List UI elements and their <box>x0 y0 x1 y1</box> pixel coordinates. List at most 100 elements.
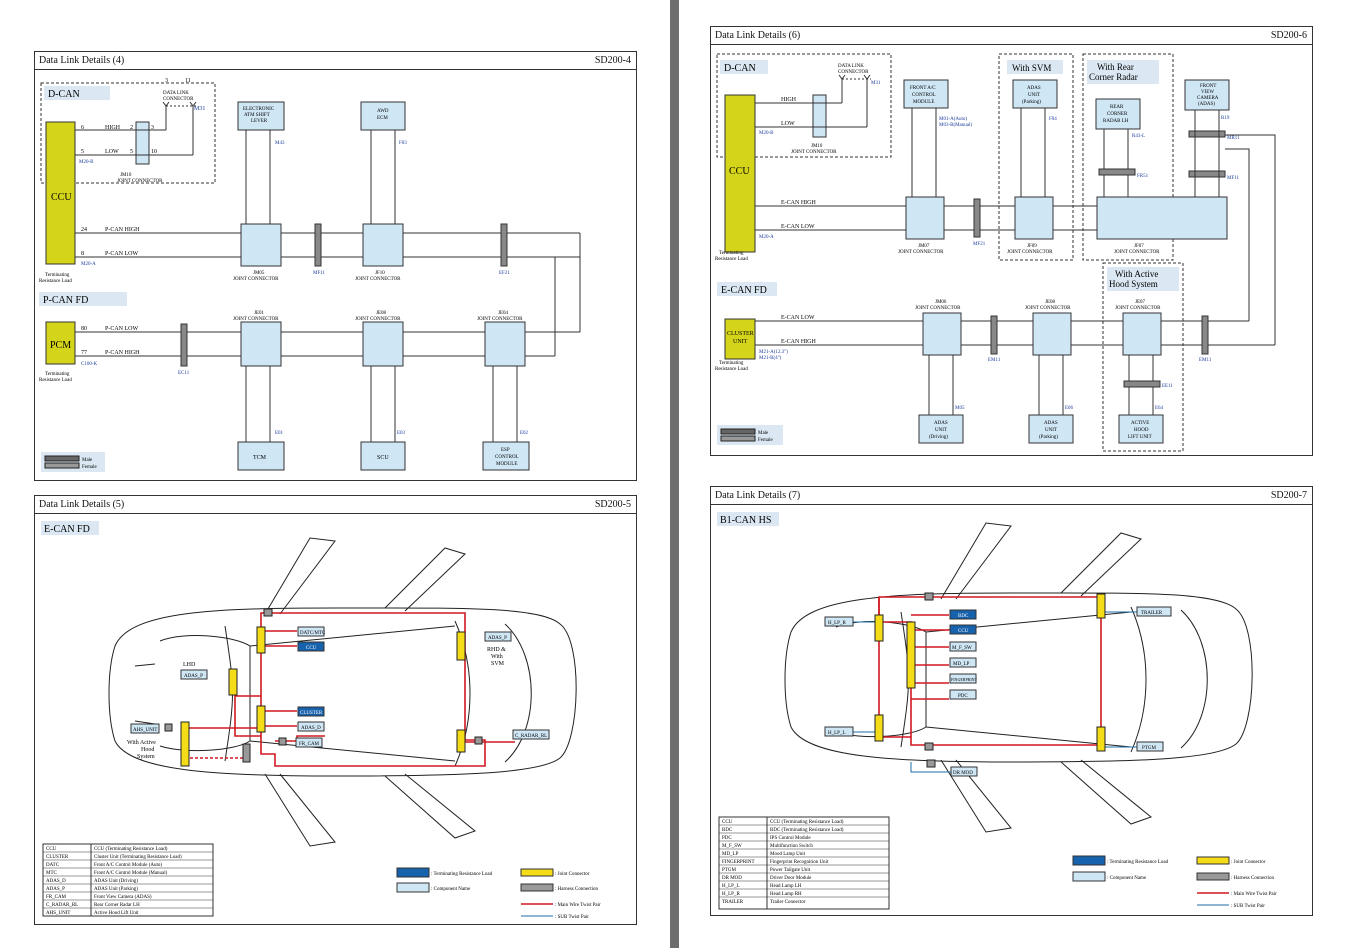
je04-joint[interactable] <box>484 321 526 367</box>
ecan-label: E-CAN FD <box>721 285 767 296</box>
legend-description: Active Hood Lift Unit <box>94 911 139 916</box>
wiring-diagram-4: D-CAN CCU Terminating Resistance Load DA… <box>39 78 581 472</box>
je01-joint[interactable] <box>240 321 282 367</box>
svg-text:LHD: LHD <box>183 662 196 668</box>
adas-unit-driving[interactable] <box>918 414 964 444</box>
svg-text:Resistance Load: Resistance Load <box>39 279 72 284</box>
legend-description: Mood Lamp Unit <box>770 852 806 857</box>
legend-description: CCU (Terminating Resistance Load) <box>770 820 844 825</box>
jf10-joint[interactable] <box>362 223 404 267</box>
svg-text:ADAS: ADAS <box>934 421 948 426</box>
dr-mod-box[interactable] <box>950 766 978 777</box>
svg-text:E-CAN LOW: E-CAN LOW <box>781 315 815 321</box>
je07-joint[interactable] <box>1122 312 1162 356</box>
active-hood-lift-unit[interactable] <box>1118 414 1164 444</box>
svg-text:F04: F04 <box>1049 117 1057 122</box>
rear-corner-radar-lh[interactable] <box>1095 98 1141 130</box>
jm05-joint[interactable] <box>240 223 282 267</box>
svg-text:M20-A: M20-A <box>759 235 774 240</box>
pcm-module[interactable] <box>45 321 76 365</box>
front-view-camera[interactable] <box>1184 79 1230 111</box>
atm-shift-lever[interactable] <box>237 101 285 131</box>
h-lp-r-box[interactable] <box>824 616 854 627</box>
ccu-module[interactable] <box>45 121 76 265</box>
svg-text:P-CAN HIGH: P-CAN HIGH <box>105 227 140 233</box>
jf09-joint[interactable] <box>1014 196 1054 240</box>
front-ac-control-module[interactable] <box>903 79 949 109</box>
legend-abbrev: ADAS_P <box>46 887 65 892</box>
svg-text:: Main Wire Twist Pair: : Main Wire Twist Pair <box>555 903 601 908</box>
ahs-unit-box[interactable] <box>130 723 160 734</box>
svg-text:JOINT CONNECTOR: JOINT CONNECTOR <box>791 150 837 155</box>
svg-text:PTGM: PTGM <box>1142 746 1156 751</box>
svg-text:AHS_UNIT: AHS_UNIT <box>133 728 157 733</box>
esp-module[interactable] <box>482 441 530 471</box>
svg-text:JE08: JE08 <box>1045 300 1056 305</box>
ptgm-box[interactable] <box>1136 741 1164 752</box>
ccu-module[interactable] <box>724 94 756 253</box>
b1can-heading: B1-CAN HS <box>720 515 771 526</box>
adas-p-rhd-box[interactable] <box>484 631 512 642</box>
ccu-box[interactable] <box>949 624 977 635</box>
legend-abbrev: PDC <box>722 836 732 841</box>
svg-text:DATA LINK: DATA LINK <box>163 91 189 96</box>
jm06-joint[interactable] <box>922 312 962 356</box>
adas-unit-parking[interactable] <box>1012 79 1058 109</box>
md-lp-box[interactable] <box>949 657 977 668</box>
tcm-module[interactable] <box>237 441 285 471</box>
svg-text:ECM: ECM <box>377 116 388 121</box>
joint-connector <box>456 631 466 661</box>
h-lp-l-box[interactable] <box>824 726 854 737</box>
jm10-connector[interactable] <box>135 121 150 165</box>
c-radar-rl-box[interactable] <box>512 729 550 740</box>
adas-d-box[interactable] <box>297 721 325 732</box>
legend-abbrev: CCU <box>722 820 733 825</box>
panel-data-link-6: Data Link Details (6) SD200-6 D-CAN CCU … <box>710 26 1313 456</box>
fr-cam-box[interactable] <box>295 737 323 748</box>
scu-module[interactable] <box>360 441 406 471</box>
je08-joint[interactable] <box>1032 312 1072 356</box>
jm10-connector[interactable] <box>812 94 827 138</box>
bdc-box[interactable] <box>949 609 977 620</box>
adas-p-lhd-box[interactable] <box>180 669 208 680</box>
svg-text:E06: E06 <box>1065 406 1074 411</box>
svg-text:TRAILER: TRAILER <box>1141 611 1163 616</box>
awd-ecm[interactable] <box>360 101 406 131</box>
svg-text:Female: Female <box>758 438 773 443</box>
adas-unit-parking-lower[interactable] <box>1028 414 1074 444</box>
svg-text:R19: R19 <box>1221 116 1230 121</box>
cluster-unit[interactable] <box>724 318 756 360</box>
pdc-box[interactable] <box>949 689 977 700</box>
svg-text:DATC/MTC: DATC/MTC <box>300 631 326 636</box>
svg-text:UNIT: UNIT <box>733 339 748 345</box>
svg-text:R43-L: R43-L <box>1132 134 1145 139</box>
ccu-box[interactable] <box>297 641 325 652</box>
joint-connector <box>906 621 916 689</box>
em11-harness-right <box>1201 315 1209 355</box>
panel-data-link-5: Data Link Details (5) SD200-5 E-CAN FD <box>34 495 637 925</box>
datc-mtc-box[interactable] <box>297 626 325 637</box>
svg-text:M03-B(Manual): M03-B(Manual) <box>939 123 972 128</box>
legend-abbrev: ADAS_D <box>46 879 66 884</box>
svg-text:MF11: MF11 <box>313 271 326 276</box>
je08-joint[interactable] <box>362 321 404 367</box>
trailer-box[interactable] <box>1136 606 1172 617</box>
fingerprint-box[interactable] <box>949 673 977 684</box>
jf07-joint[interactable] <box>1096 196 1228 240</box>
harness-connection <box>242 743 251 763</box>
legend-abbrev: CLUSTER <box>46 855 69 860</box>
svg-text:REAR: REAR <box>1110 105 1124 110</box>
m-f-sw-box[interactable] <box>949 641 977 652</box>
svg-text:M_F_SW: M_F_SW <box>952 646 972 651</box>
svg-text:Hood: Hood <box>141 747 154 753</box>
jm07-joint[interactable] <box>905 196 945 240</box>
legend-abbrev: MD_LP <box>722 852 739 857</box>
legend-abbrev: TRAILER <box>722 900 744 905</box>
svg-text:M20-A: M20-A <box>81 262 96 267</box>
cluster-box[interactable] <box>297 706 325 717</box>
legend-abbrev: C_RADAR_RL <box>46 903 78 908</box>
svg-text:: Harness Connection: : Harness Connection <box>555 887 599 892</box>
svg-text:JF10: JF10 <box>375 271 385 276</box>
legend-abbrev: DR MOD <box>722 876 742 881</box>
svg-text:UNIT: UNIT <box>1045 428 1057 433</box>
